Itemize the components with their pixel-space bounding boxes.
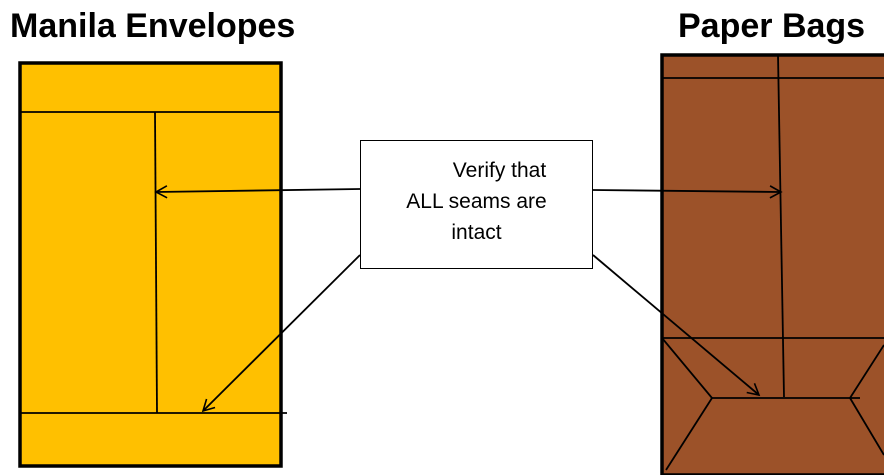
bag-right-upper-diagonal — [849, 344, 884, 399]
arrow-to-envelope-center-seam — [154, 185, 361, 199]
bag-right-lower-diagonal — [849, 397, 884, 456]
bag-left-upper-diagonal — [661, 337, 713, 399]
arrow-to-envelope-bottom-seam — [201, 254, 361, 413]
callout-arrows — [154, 185, 783, 413]
manila-envelope — [18, 61, 287, 468]
envelope-body — [18, 61, 283, 468]
manila-envelopes-title: Manila Envelopes — [10, 7, 296, 45]
envelope-center-seam — [154, 111, 158, 414]
arrow-to-bag-center-seam — [592, 185, 783, 199]
paper-bags-title: Paper Bags — [678, 7, 866, 45]
callout-line-1: Verify that — [452, 159, 547, 182]
paper-bag — [660, 53, 884, 475]
bag-center-seam — [777, 54, 785, 398]
callout-line-2: ALL seams are — [406, 190, 547, 213]
bag-left-lower-diagonal — [665, 397, 713, 471]
bag-body — [660, 53, 884, 475]
seam-check-callout: Verify that ALL seams are intact — [360, 140, 593, 269]
callout-line-3: intact — [451, 221, 502, 244]
arrow-to-bag-bottom-seam — [592, 254, 761, 397]
